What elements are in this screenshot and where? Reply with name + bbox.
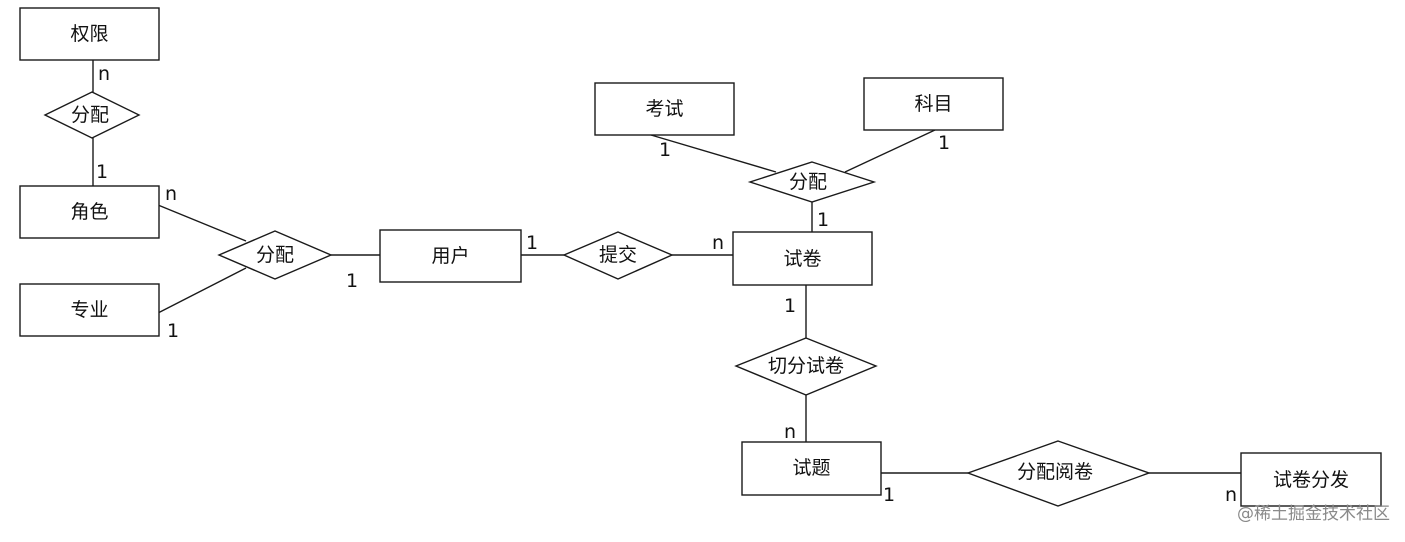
cardinality-exam-1: 1 <box>659 139 671 161</box>
relationship-assign-exam[interactable]: 分配 <box>747 161 877 203</box>
entity-role-label: 角色 <box>70 201 108 223</box>
cardinality-permission-n: n <box>98 63 110 85</box>
cardinality-role-1: 1 <box>96 161 108 183</box>
entity-role[interactable]: 角色 <box>19 185 160 239</box>
entity-user[interactable]: 用户 <box>379 229 522 283</box>
edge-subject-assign <box>844 129 936 173</box>
edge-major-assign <box>157 267 247 314</box>
entity-subject-label: 科目 <box>914 93 952 115</box>
edge-role-assign <box>157 204 247 242</box>
connectors <box>92 60 1241 474</box>
entity-subject[interactable]: 科目 <box>863 77 1004 131</box>
relationship-assign-exam-label: 分配 <box>789 171 827 193</box>
relationship-assign-permission-label: 分配 <box>71 104 109 126</box>
entity-question[interactable]: 试题 <box>741 441 882 496</box>
entity-user-label: 用户 <box>431 245 469 267</box>
relationship-split-paper[interactable]: 切分试卷 <box>734 337 878 396</box>
entity-distribution[interactable]: 试卷分发 <box>1240 452 1382 507</box>
entity-major[interactable]: 专业 <box>19 283 160 337</box>
entity-question-label: 试题 <box>792 457 830 479</box>
entity-major-label: 专业 <box>70 299 108 321</box>
cardinality-distribution-n: n <box>1225 484 1237 506</box>
relationship-assign-permission[interactable]: 分配 <box>43 91 141 139</box>
entity-exam-label: 考试 <box>645 98 683 120</box>
watermark-text: @稀土掘金技术社区 <box>1237 504 1390 524</box>
relationship-submit[interactable]: 提交 <box>562 231 674 280</box>
entity-permission-label: 权限 <box>70 23 108 45</box>
relationship-assign-grading-label: 分配阅卷 <box>1017 461 1093 483</box>
entity-exam[interactable]: 考试 <box>594 82 735 136</box>
relationship-submit-label: 提交 <box>599 244 637 266</box>
cardinality-user-left-1: 1 <box>346 270 358 292</box>
cardinality-subject-1: 1 <box>938 132 950 154</box>
cardinality-question-1: 1 <box>883 484 895 506</box>
relationship-assign-grading[interactable]: 分配阅卷 <box>965 440 1152 507</box>
entity-paper-label: 试卷 <box>783 248 821 270</box>
entity-paper[interactable]: 试卷 <box>732 231 873 286</box>
cardinality-paper-top-1: 1 <box>817 209 829 231</box>
cardinality-labels: n 1 n 1 1 1 n 1 1 1 1 n 1 n <box>96 63 1237 506</box>
cardinality-major-1: 1 <box>167 320 179 342</box>
cardinality-role-n: n <box>165 183 177 205</box>
cardinality-paper-bottom-1: 1 <box>784 295 796 317</box>
relationship-assign-role[interactable]: 分配 <box>217 230 333 280</box>
relationship-assign-role-label: 分配 <box>256 244 294 266</box>
cardinality-question-n: n <box>784 421 796 443</box>
entity-distribution-label: 试卷分发 <box>1273 469 1349 491</box>
relationship-split-paper-label: 切分试卷 <box>768 355 844 377</box>
edge-exam-assign <box>650 134 777 173</box>
entity-permission[interactable]: 权限 <box>19 7 160 61</box>
cardinality-paper-left-n: n <box>712 232 724 254</box>
cardinality-user-right-1: 1 <box>526 232 538 254</box>
